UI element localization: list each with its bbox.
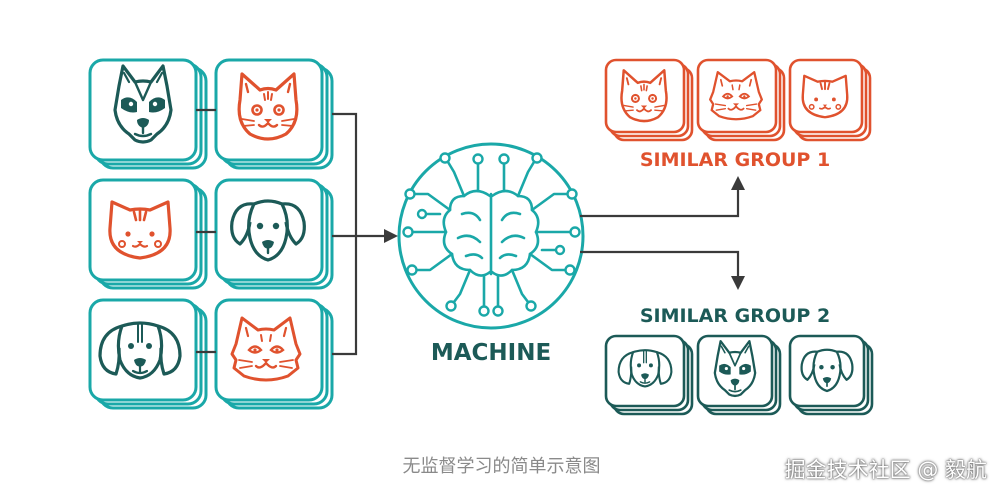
- input-card: [214, 298, 334, 410]
- input-card: [88, 298, 208, 410]
- machine-brain: MACHINE: [397, 142, 585, 366]
- machine-label: MACHINE: [431, 340, 551, 366]
- arrow-up-icon: [731, 176, 745, 190]
- similar-group-1: SIMILAR GROUP 1: [604, 58, 872, 171]
- unsupervised-learning-diagram: MACHINE SIMILAR GROUP 1 SIMILAR: [88, 58, 874, 416]
- brain-icon: [410, 160, 572, 308]
- group1-label: SIMILAR GROUP 1: [640, 149, 830, 171]
- input-card: [88, 178, 208, 290]
- group2-card: [696, 334, 782, 416]
- group1-card: [604, 58, 694, 142]
- card-connector: [196, 108, 216, 354]
- input-card: [214, 178, 334, 290]
- group2-card: [604, 334, 694, 416]
- input-card: [88, 58, 208, 170]
- arrow-down-icon: [731, 276, 745, 290]
- group1-card: [696, 58, 786, 142]
- input-card: [214, 58, 334, 170]
- circuit-node-icon: [402, 152, 581, 317]
- arrow-head-icon: [384, 229, 398, 243]
- output-arrows: [580, 188, 740, 278]
- watermark: 掘金技术社区 @ 毅航: [784, 458, 987, 482]
- input-card-grid: [88, 58, 334, 410]
- figure-caption: 无监督学习的简单示意图: [402, 456, 601, 477]
- similar-group-2: SIMILAR GROUP 2: [604, 305, 874, 416]
- group2-label: SIMILAR GROUP 2: [640, 305, 830, 327]
- group2-card: [788, 334, 874, 416]
- group1-card: [788, 58, 872, 142]
- input-bracket: [332, 112, 398, 356]
